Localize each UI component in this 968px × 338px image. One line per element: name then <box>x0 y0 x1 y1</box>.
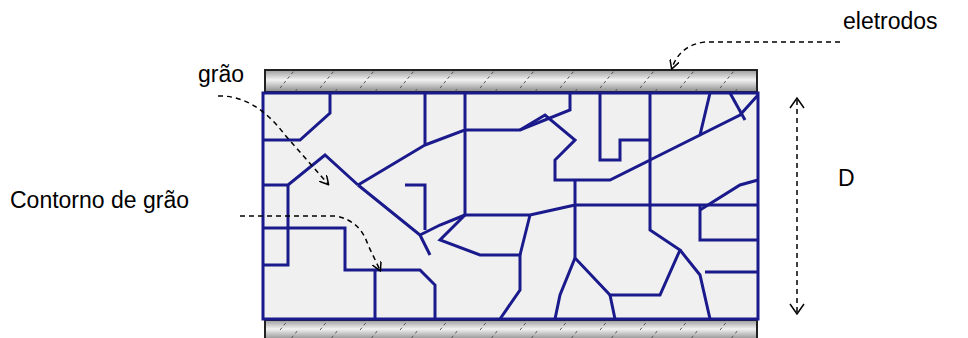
leader-line <box>240 216 380 270</box>
leader-line <box>672 42 840 68</box>
electrode-label: eletrodos <box>843 9 938 34</box>
dimension-label: D <box>838 166 855 191</box>
grain-boundary-label: Contorno de grão <box>10 188 189 213</box>
electrode <box>265 320 757 338</box>
sample-body <box>263 93 758 319</box>
grain-boundaries <box>263 93 758 319</box>
dimension-arrow <box>790 98 804 314</box>
leader-line <box>218 96 328 184</box>
grain-label: grão <box>198 62 244 87</box>
electrode <box>265 70 757 92</box>
